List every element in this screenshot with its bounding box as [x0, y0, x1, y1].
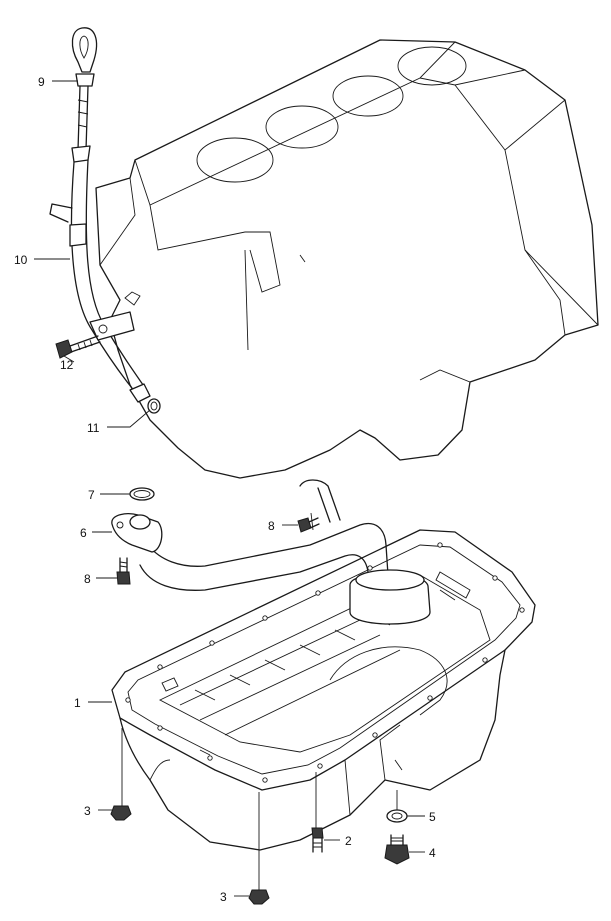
- oil-pump-strainer: [111, 479, 431, 625]
- callout-3-left: 3: [84, 804, 91, 818]
- callout-9: 9: [38, 75, 45, 89]
- callout-8-lower: 8: [84, 572, 91, 586]
- bolt-8-lower: [116, 557, 131, 585]
- oil-level-gauge-guide: [49, 145, 151, 403]
- stud-bolt-2: [311, 827, 324, 853]
- callout-4: 4: [429, 846, 436, 860]
- callout-12: 12: [60, 358, 74, 372]
- callout-2: 2: [345, 834, 352, 848]
- callout-6: 6: [80, 526, 87, 540]
- callout-8-upper: 8: [268, 519, 275, 533]
- callout-5: 5: [429, 810, 436, 824]
- callout-11: 11: [87, 421, 100, 435]
- drain-plug: [384, 834, 410, 865]
- oil-pan: [111, 529, 536, 851]
- engine-block: [95, 39, 599, 479]
- callout-10: 10: [14, 253, 28, 267]
- callout-7: 7: [88, 488, 95, 502]
- bolt-8-upper: [297, 512, 320, 533]
- leader-lines: [34, 80, 425, 897]
- callout-labels: 9 10 11 12 7 6 8 8 1 3 3 2 5 4: [14, 75, 436, 904]
- nut-3-bottom: [248, 889, 270, 905]
- oil-level-gauge: [71, 27, 98, 151]
- callout-1: 1: [74, 696, 81, 710]
- callout-3-bottom: 3: [220, 890, 227, 904]
- flange-bolt-holes: [125, 542, 525, 783]
- bolt-12: [55, 335, 101, 359]
- nut-3-left: [110, 805, 132, 821]
